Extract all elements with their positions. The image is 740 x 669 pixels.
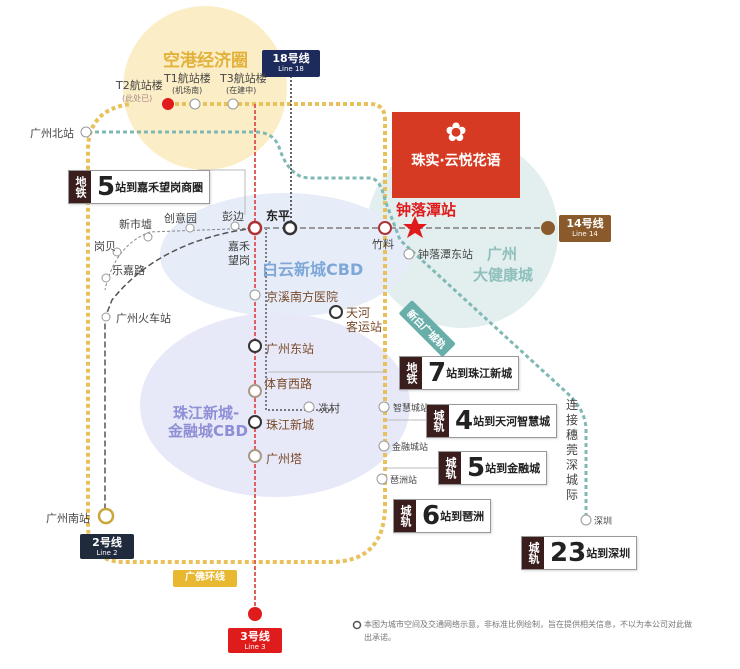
health-city-label-2: 大健康城 — [473, 266, 534, 284]
loop-line — [86, 102, 387, 564]
t1-label: T1航站楼 — [164, 72, 211, 85]
zhongluotan-label: 钟落潭站 — [396, 201, 457, 219]
jingxi-label: 京溪南方医院 — [266, 290, 339, 304]
zhihuicheng-label: 智慧城站 — [393, 404, 430, 414]
brand-name: 珠实·云悦花语 — [411, 153, 501, 169]
tianhe-label: 天河 客运站 — [346, 306, 383, 334]
station-chuangyiyuan — [185, 223, 195, 233]
station-gzta — [248, 449, 262, 463]
airport-zone-label: 空港经济圈 — [163, 51, 248, 71]
pazhou-label: 琶洲站 — [390, 476, 418, 486]
zhongluotan-star-icon — [403, 216, 427, 238]
zhujiang-cbd-label-1: 珠江新城- — [173, 404, 240, 422]
pengbian-label: 彭边 — [222, 210, 244, 223]
station-pazhou — [376, 473, 388, 485]
gangbei-label: 岗贝 — [94, 240, 116, 253]
zhuliao-label: 竹料 — [372, 238, 394, 251]
gzta-label: 广州塔 — [266, 452, 303, 466]
t3-label: T3航站楼 — [220, 72, 267, 85]
line14-terminus — [541, 221, 555, 235]
gzdong-label: 广州东站 — [266, 342, 315, 356]
t2-label: T2航站楼 — [116, 79, 163, 92]
line2-path — [104, 227, 256, 515]
station-gzbei — [80, 126, 92, 138]
station-pengbian — [230, 221, 240, 231]
intercity-label: 连接穗莞深城际 — [566, 398, 579, 502]
station-zhuliao — [378, 221, 392, 235]
station-gzhuoche — [101, 312, 111, 322]
t1-sub-label: (机场南) — [172, 86, 203, 95]
xinbai-rail-line — [88, 130, 588, 520]
loop-line-badge: 广佛环线 — [173, 570, 237, 587]
station-zhihuicheng — [378, 401, 390, 413]
line3-terminus — [248, 607, 262, 621]
baiyun-cbd-label: 白云新城CBD — [262, 260, 364, 279]
station-jinrongcheng — [378, 440, 390, 452]
jiahe-label: 嘉禾 望岗 — [228, 240, 250, 267]
station-zhongluotandong — [403, 248, 415, 260]
zhujiangxincheng-label: 珠江新城 — [266, 418, 315, 432]
zhujiang-cbd-label-2: 金融城CBD — [168, 422, 248, 440]
station-gangbei — [112, 247, 122, 257]
station-lejialu — [101, 273, 111, 283]
jinrongcheng-label: 金融城站 — [392, 443, 429, 453]
station-zhujiangxincheng — [248, 415, 262, 429]
gzhuoche-label: 广州火车站 — [116, 312, 171, 325]
chuangyiyuan-label: 创意园 — [164, 212, 197, 225]
station-t1 — [189, 98, 201, 110]
airport-zone — [123, 6, 287, 170]
station-tianhe — [329, 305, 343, 319]
zhongluotandong-label: 钟落潭东站 — [418, 248, 473, 261]
zhujiang-cbd-zone — [140, 313, 410, 497]
station-gznan — [97, 507, 115, 525]
station-dongping — [282, 220, 298, 236]
station-xinshixu — [143, 232, 153, 242]
xiancun-label: 冼村 — [318, 402, 340, 415]
station-tiyuxilu — [248, 384, 262, 398]
brand-logo: ✿ 珠实·云悦花语 — [392, 112, 520, 198]
xinshixu-label: 新市墟 — [119, 218, 152, 231]
shenzhen-label: 深圳 — [594, 517, 613, 527]
footnote-bullet-icon — [352, 620, 362, 630]
station-jiahe — [247, 220, 263, 236]
t3-sub-label: (在建中) — [226, 86, 257, 95]
station-shenzhen — [580, 514, 592, 526]
health-city-label-1: 广州 — [487, 245, 518, 263]
station-t3 — [227, 98, 239, 110]
station-xiancun — [303, 401, 315, 413]
station-jingxi — [249, 289, 261, 301]
gznan-label: 广州南站 — [46, 512, 90, 525]
tiyuxilu-label: 体育西路 — [264, 377, 313, 391]
flower-icon: ✿ — [445, 118, 467, 148]
gzbei-label: 广州北站 — [30, 127, 74, 140]
baiyun-cbd-zone — [160, 193, 410, 317]
dongping-label: 东平 — [266, 209, 291, 223]
footnote: 本图为城市空间及交通网络示意，非标准比例绘制，旨在提供相关信息，不以为本公司对此… — [364, 620, 692, 642]
lejialu-label: 乐嘉路 — [112, 264, 145, 277]
station-gzdong — [248, 339, 262, 353]
station-t2 — [162, 98, 174, 110]
t2-sub-label: (此处已) — [122, 94, 153, 103]
